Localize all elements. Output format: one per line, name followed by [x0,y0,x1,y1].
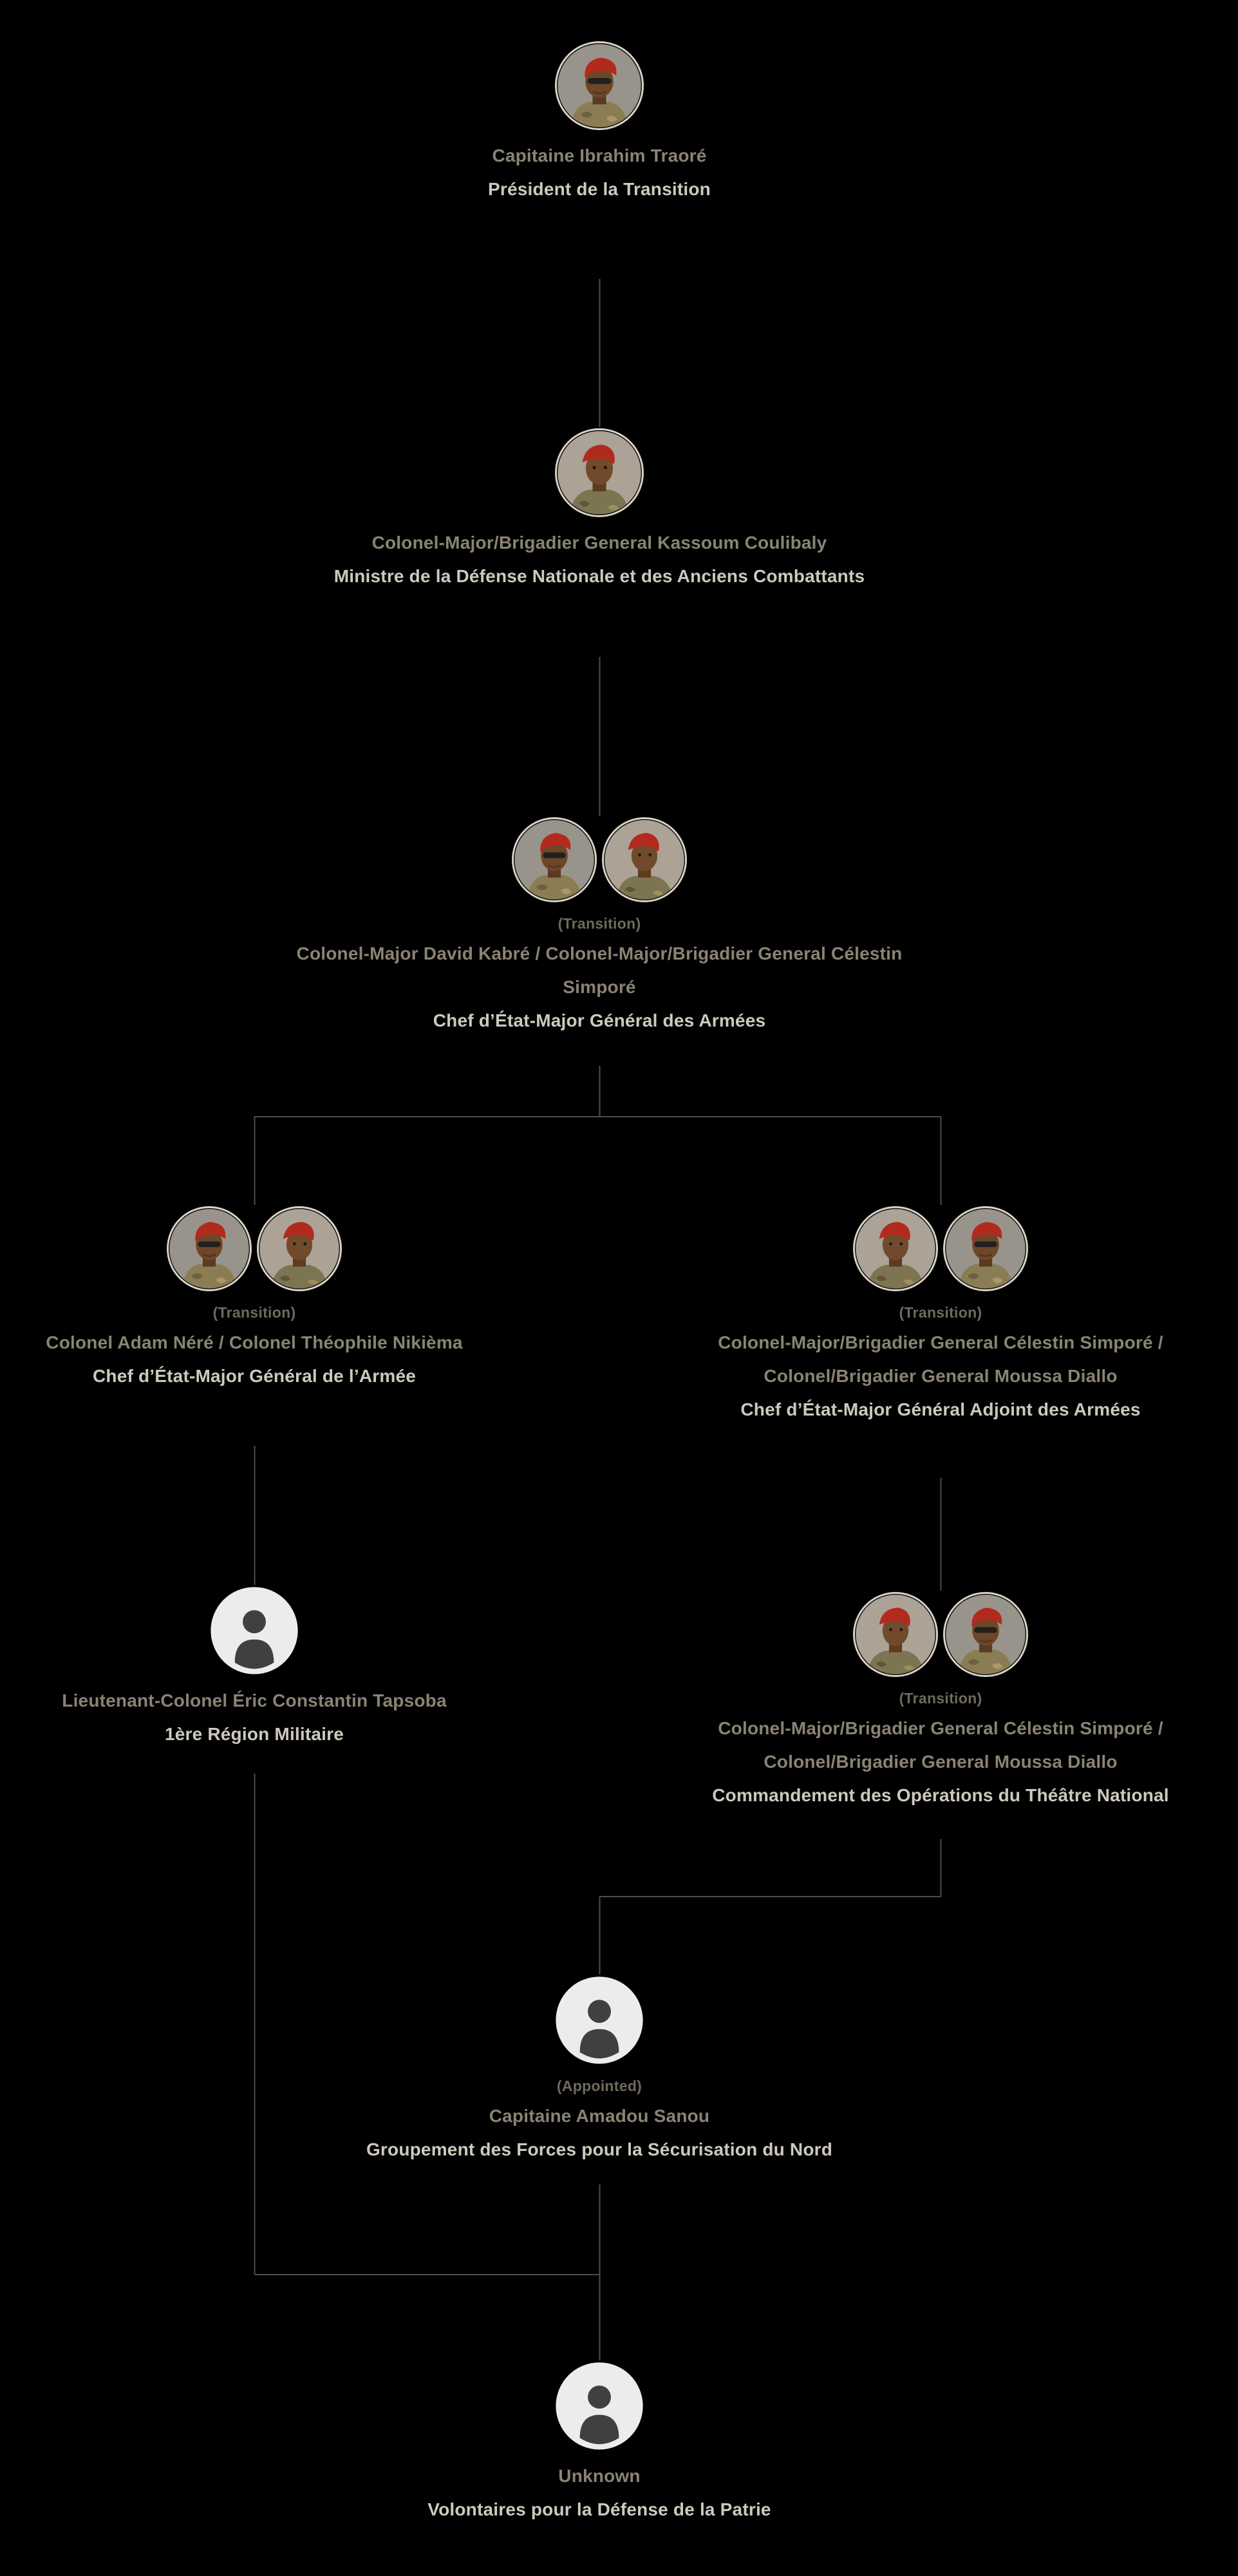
node-title: Groupement des Forces pour la Sécurisati… [366,2139,833,2159]
edge-region1-vdp [254,1774,600,2275]
node-name: Unknown [558,2466,641,2486]
org-node-gfsn: (Appointed) Capitaine Amadou Sanou Group… [310,1976,889,2166]
node-name: Colonel-Major/Brigadier General Célestin… [718,1332,1163,1386]
org-node-president: Capitaine Ibrahim Traoré Président de la… [342,41,857,206]
node-name: Colonel-Major/Brigadier General Kassoum … [371,533,827,553]
officer-photo-avatar [555,428,644,517]
node-name: Colonel-Major David Kabré / Colonel-Majo… [296,943,903,997]
transition-badge: (Transition) [899,1690,982,1707]
transition-badge: (Transition) [558,915,641,932]
node-name: Colonel-Major/Brigadier General Célestin… [718,1718,1163,1772]
officer-photo-avatar [555,41,644,130]
avatar-pair [853,1592,1028,1677]
node-title: 1ère Région Militaire [164,1724,344,1744]
edge-cemga-split [254,1066,942,1205]
person-placeholder-avatar [210,1586,299,1675]
officer-photo-avatar [167,1206,252,1291]
officer-photo-avatar [602,817,687,902]
officer-photo-avatar [257,1206,342,1291]
node-name: Capitaine Ibrahim Traoré [492,146,707,166]
node-title: Chef d’État-Major Général Adjoint des Ar… [740,1399,1141,1419]
avatar-pair [512,817,687,902]
officer-photo-avatar [512,817,597,902]
org-node-cemga: (Transition) Colonel-Major David Kabré /… [277,817,921,1037]
node-name: Capitaine Amadou Sanou [489,2106,710,2126]
transition-badge: (Transition) [899,1304,982,1321]
org-node-army-chief: (Transition) Colonel Adam Néré / Colonel… [10,1206,499,1393]
edge-theatre-gfsn [599,1839,942,1975]
avatar-pair [853,1206,1028,1291]
person-placeholder-avatar [555,1976,644,2065]
node-title: Volontaires pour la Défense de la Patrie [427,2499,771,2519]
node-name: Colonel Adam Néré / Colonel Théophile Ni… [46,1332,463,1352]
officer-photo-avatar [853,1206,938,1291]
person-placeholder-avatar [555,2362,644,2450]
org-node-1st-military-region: Lieutenant-Colonel Éric Constantin Tapso… [10,1586,499,1751]
transition-badge: (Transition) [212,1304,296,1321]
node-name: Lieutenant-Colonel Éric Constantin Tapso… [62,1690,447,1710]
node-title: Président de la Transition [488,179,711,199]
officer-photo-avatar [853,1592,938,1677]
node-title: Ministre de la Défense Nationale et des … [333,566,865,586]
org-node-defense-minister: Colonel-Major/Brigadier General Kassoum … [277,428,921,593]
org-node-deputy-cemga: (Transition) Colonel-Major/Brigadier Gen… [677,1206,1205,1426]
org-node-theatre-command: (Transition) Colonel-Major/Brigadier Gen… [667,1592,1214,1812]
avatar-pair [167,1206,342,1291]
node-title: Commandement des Opérations du Théâtre N… [712,1785,1169,1805]
node-title: Chef d’État-Major Général des Armées [433,1010,766,1030]
appointed-badge: (Appointed) [556,2078,642,2094]
officer-photo-avatar [943,1592,1028,1677]
officer-photo-avatar [943,1206,1028,1291]
node-title: Chef d’État-Major Général de l’Armée [93,1366,416,1386]
org-node-vdp: Unknown Volontaires pour la Défense de l… [342,2362,857,2526]
